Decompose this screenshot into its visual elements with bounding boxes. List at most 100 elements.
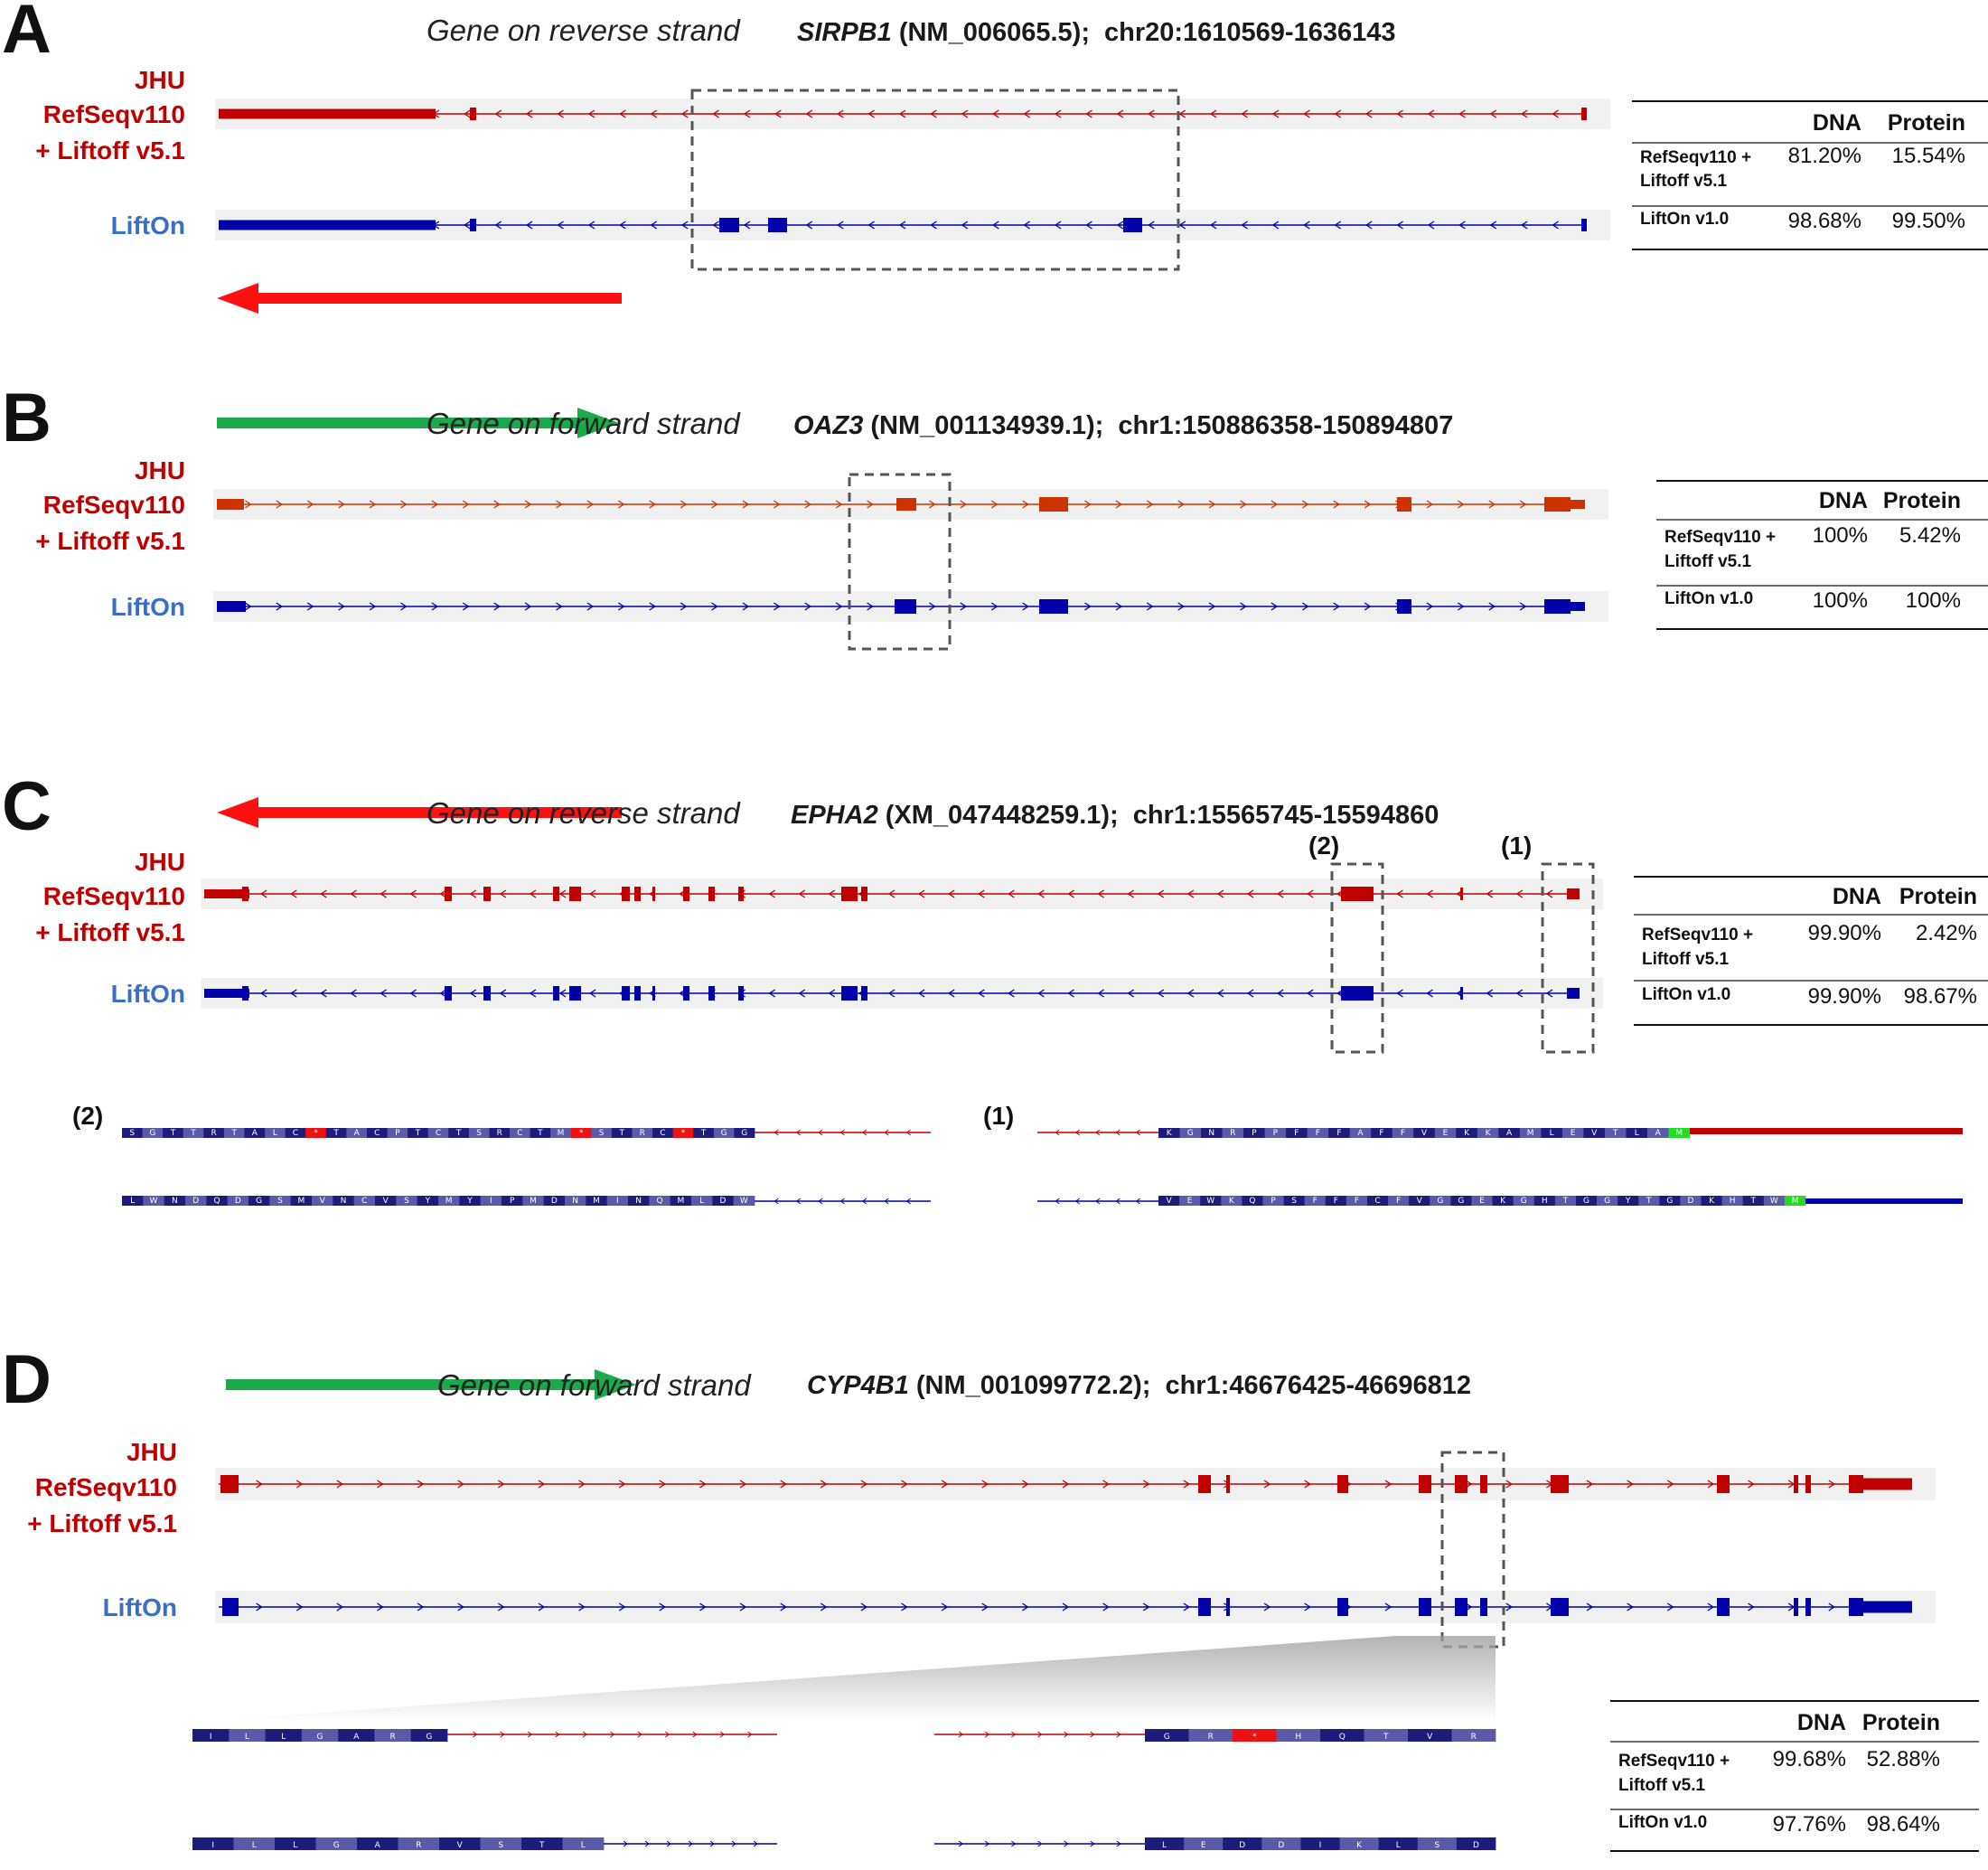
callout-label: (1) — [1501, 832, 1532, 860]
amino-acid-cell — [233, 1837, 276, 1850]
amino-acid-letter: E — [1479, 1197, 1485, 1206]
amino-acid-cell — [652, 1128, 674, 1138]
amino-acid-letter: R — [1230, 1129, 1235, 1138]
strand-chevron — [1055, 1129, 1060, 1136]
amino-acid-letter: G — [1583, 1197, 1589, 1206]
strand-chevron — [960, 500, 967, 509]
exon — [841, 887, 858, 901]
gene-coordinates: chr20:1610569-1636143 — [1104, 18, 1396, 47]
exon — [1581, 219, 1587, 231]
amino-acid-cell — [1366, 1196, 1389, 1206]
amino-acid-letter: T — [230, 1129, 237, 1138]
strand-chevron — [588, 989, 596, 998]
strand-chevron — [1178, 221, 1186, 230]
amino-acid-cell — [1409, 1196, 1430, 1206]
strand-chevron — [1116, 1840, 1121, 1847]
amino-acid-cell — [1158, 1196, 1180, 1206]
exon — [445, 986, 452, 1001]
strand-chevron — [499, 989, 507, 998]
amino-acid-letter: L — [1635, 1129, 1639, 1138]
amino-acid-letter: D — [235, 1197, 241, 1206]
amino-acid-cell — [1223, 1837, 1262, 1850]
amino-acid-cell — [285, 1128, 306, 1138]
gene-name: EPHA2 — [791, 801, 878, 830]
strand-chevron — [929, 500, 936, 509]
amino-acid-cell — [408, 1128, 429, 1138]
amino-acid-letter: C — [361, 1197, 367, 1206]
amino-acid-letter: S — [277, 1197, 283, 1206]
strand-chevron — [320, 889, 327, 898]
amino-acid-cell — [269, 1196, 292, 1206]
amino-acid-letter: L — [281, 1733, 286, 1742]
strand-chevron — [1828, 1480, 1835, 1489]
amino-acid-letter: W — [150, 1197, 158, 1206]
amino-acid-letter: S — [404, 1197, 409, 1206]
strand-chevron — [637, 1731, 642, 1738]
exon — [242, 986, 248, 1001]
strand-chevron — [1457, 602, 1465, 611]
exon — [204, 989, 249, 998]
amino-acid-letter: P — [510, 1197, 515, 1206]
amino-acid-letter: F — [1355, 1197, 1359, 1206]
exon — [1455, 1598, 1468, 1616]
strand-chevron — [867, 109, 875, 118]
table-row-label: RefSeqv110 + — [1642, 926, 1753, 944]
strand-chevron — [1209, 109, 1217, 118]
amino-acid-cell — [1179, 1196, 1201, 1206]
track-label-jhu: JHU — [135, 66, 185, 94]
strand-chevron — [1142, 1602, 1150, 1612]
strand-chevron — [1146, 500, 1154, 509]
strand-chevron — [557, 109, 564, 118]
amino-acid-letter: T — [1646, 1197, 1652, 1206]
amino-acid-letter: A — [354, 1129, 361, 1138]
strand-chevron — [747, 1731, 753, 1738]
exon — [683, 986, 689, 1001]
table-cell-dna: 99.90% — [1808, 984, 1881, 1009]
amino-acid-cell — [417, 1196, 439, 1206]
amino-acid-letter: C — [1374, 1197, 1380, 1206]
strand-chevron — [431, 602, 439, 611]
exon — [470, 108, 476, 120]
strand-chevron — [753, 1840, 758, 1847]
exon — [1226, 1475, 1230, 1493]
strand-chevron — [1208, 602, 1216, 611]
track-label-lifton: LiftOn — [103, 1593, 177, 1621]
strand-text: Gene on reverse strand — [427, 796, 741, 830]
exon — [652, 986, 655, 1001]
exon — [1480, 1598, 1487, 1616]
amino-acid-letter: L — [245, 1733, 249, 1742]
amino-acid-letter: L — [1550, 1129, 1554, 1138]
amino-acid-letter: * — [681, 1129, 686, 1138]
amino-acid-letter: C — [660, 1129, 665, 1138]
exon — [861, 986, 867, 1001]
exon — [1198, 1598, 1211, 1616]
strand-chevron — [1246, 989, 1254, 998]
strand-chevron — [905, 1198, 911, 1205]
amino-acid-letter: S — [129, 1129, 135, 1138]
strand-chevron — [774, 602, 781, 611]
exon — [1039, 497, 1068, 512]
strand-chevron — [1333, 500, 1340, 509]
strand-chevron — [1666, 1602, 1674, 1612]
strand-chevron — [1090, 1731, 1095, 1738]
strand-chevron — [1545, 989, 1553, 998]
table-header-protein: Protein — [1862, 1710, 1940, 1735]
strand-chevron — [1396, 989, 1403, 998]
strand-chevron — [711, 500, 718, 509]
amino-acid-cell — [1349, 1128, 1372, 1138]
amino-acid-letter: K — [1709, 1197, 1715, 1206]
amino-acid-cell — [1371, 1128, 1393, 1138]
amino-acid-cell — [1286, 1128, 1308, 1138]
gene-name: CYP4B1 — [807, 1371, 909, 1400]
amino-acid-cell — [163, 1128, 184, 1138]
amino-acid-cell — [1721, 1196, 1744, 1206]
table-cell-protein: 98.64% — [1867, 1812, 1940, 1837]
gene-accession: (XM_047448259.1); — [878, 801, 1119, 830]
strand-chevron — [699, 1480, 707, 1489]
strand-chevron — [245, 500, 252, 509]
amino-acid-letter: D — [720, 1197, 727, 1206]
exon — [553, 986, 559, 1001]
panel-letter: D — [2, 1341, 52, 1418]
strand-chevron — [587, 109, 595, 118]
